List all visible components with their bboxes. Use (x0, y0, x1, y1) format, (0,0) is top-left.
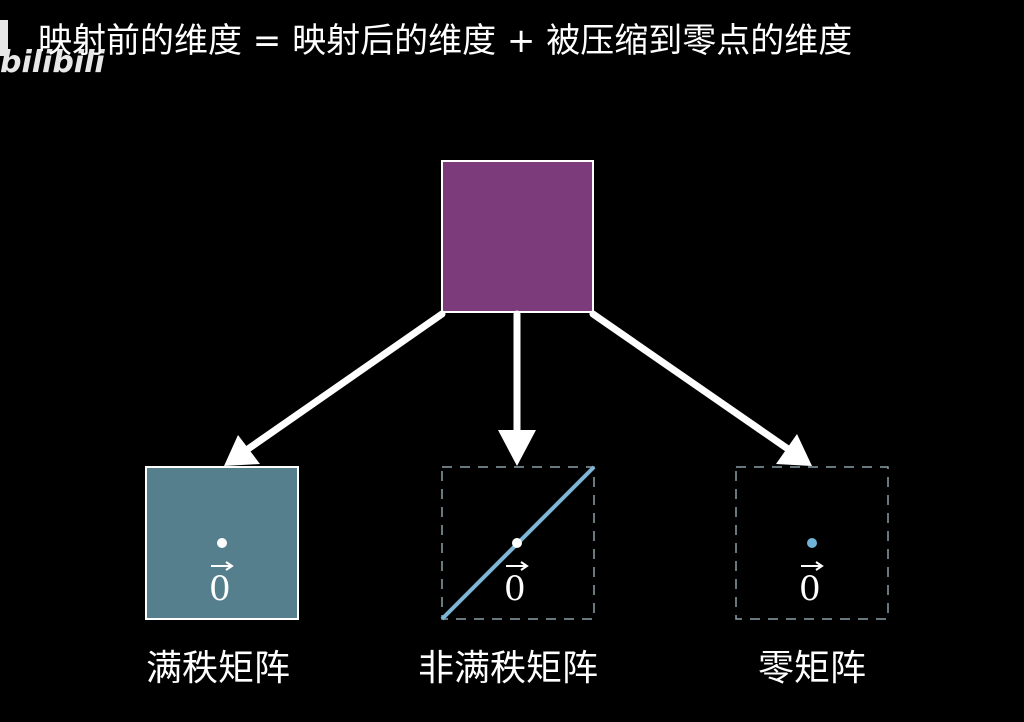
zero-matrix-caption: 零矩阵 (758, 648, 866, 689)
zero-vector-text: 0 (799, 569, 821, 609)
zero-vector-text: 0 (504, 569, 526, 609)
mapping-arrows (224, 310, 812, 466)
full-rank-caption: 满秩矩阵 (146, 648, 290, 689)
origin-point (217, 538, 227, 548)
page-title: 映射前的维度 = 映射后的维度 + 被压缩到零点的维度 (38, 21, 852, 61)
bilibili-logo: bilibili (0, 20, 105, 80)
arrow-to-full-rank (224, 310, 446, 466)
rank-deficient-caption: 非满秩矩阵 (418, 648, 598, 689)
zero-matrix-dashed-square (735, 466, 889, 620)
origin-point (807, 538, 817, 548)
zero-vector-label: 0 (799, 561, 824, 609)
zero-vector-label: 0 (209, 561, 234, 609)
rank-deficient-dashed-square (441, 466, 595, 620)
logo-text: bilibili (0, 45, 105, 80)
zero-vector-label: 0 (504, 561, 529, 609)
source-square (441, 160, 594, 313)
zero-vector-text: 0 (209, 569, 231, 609)
arrow-to-zero-matrix (589, 310, 812, 466)
zero-matrix-target: 0 零矩阵 (735, 466, 889, 689)
origin-point (512, 538, 522, 548)
full-rank-target: 0 满秩矩阵 (145, 466, 299, 689)
rank-deficient-target: 0 非满秩矩阵 (418, 465, 598, 689)
arrow-to-rank-deficient (498, 310, 536, 466)
